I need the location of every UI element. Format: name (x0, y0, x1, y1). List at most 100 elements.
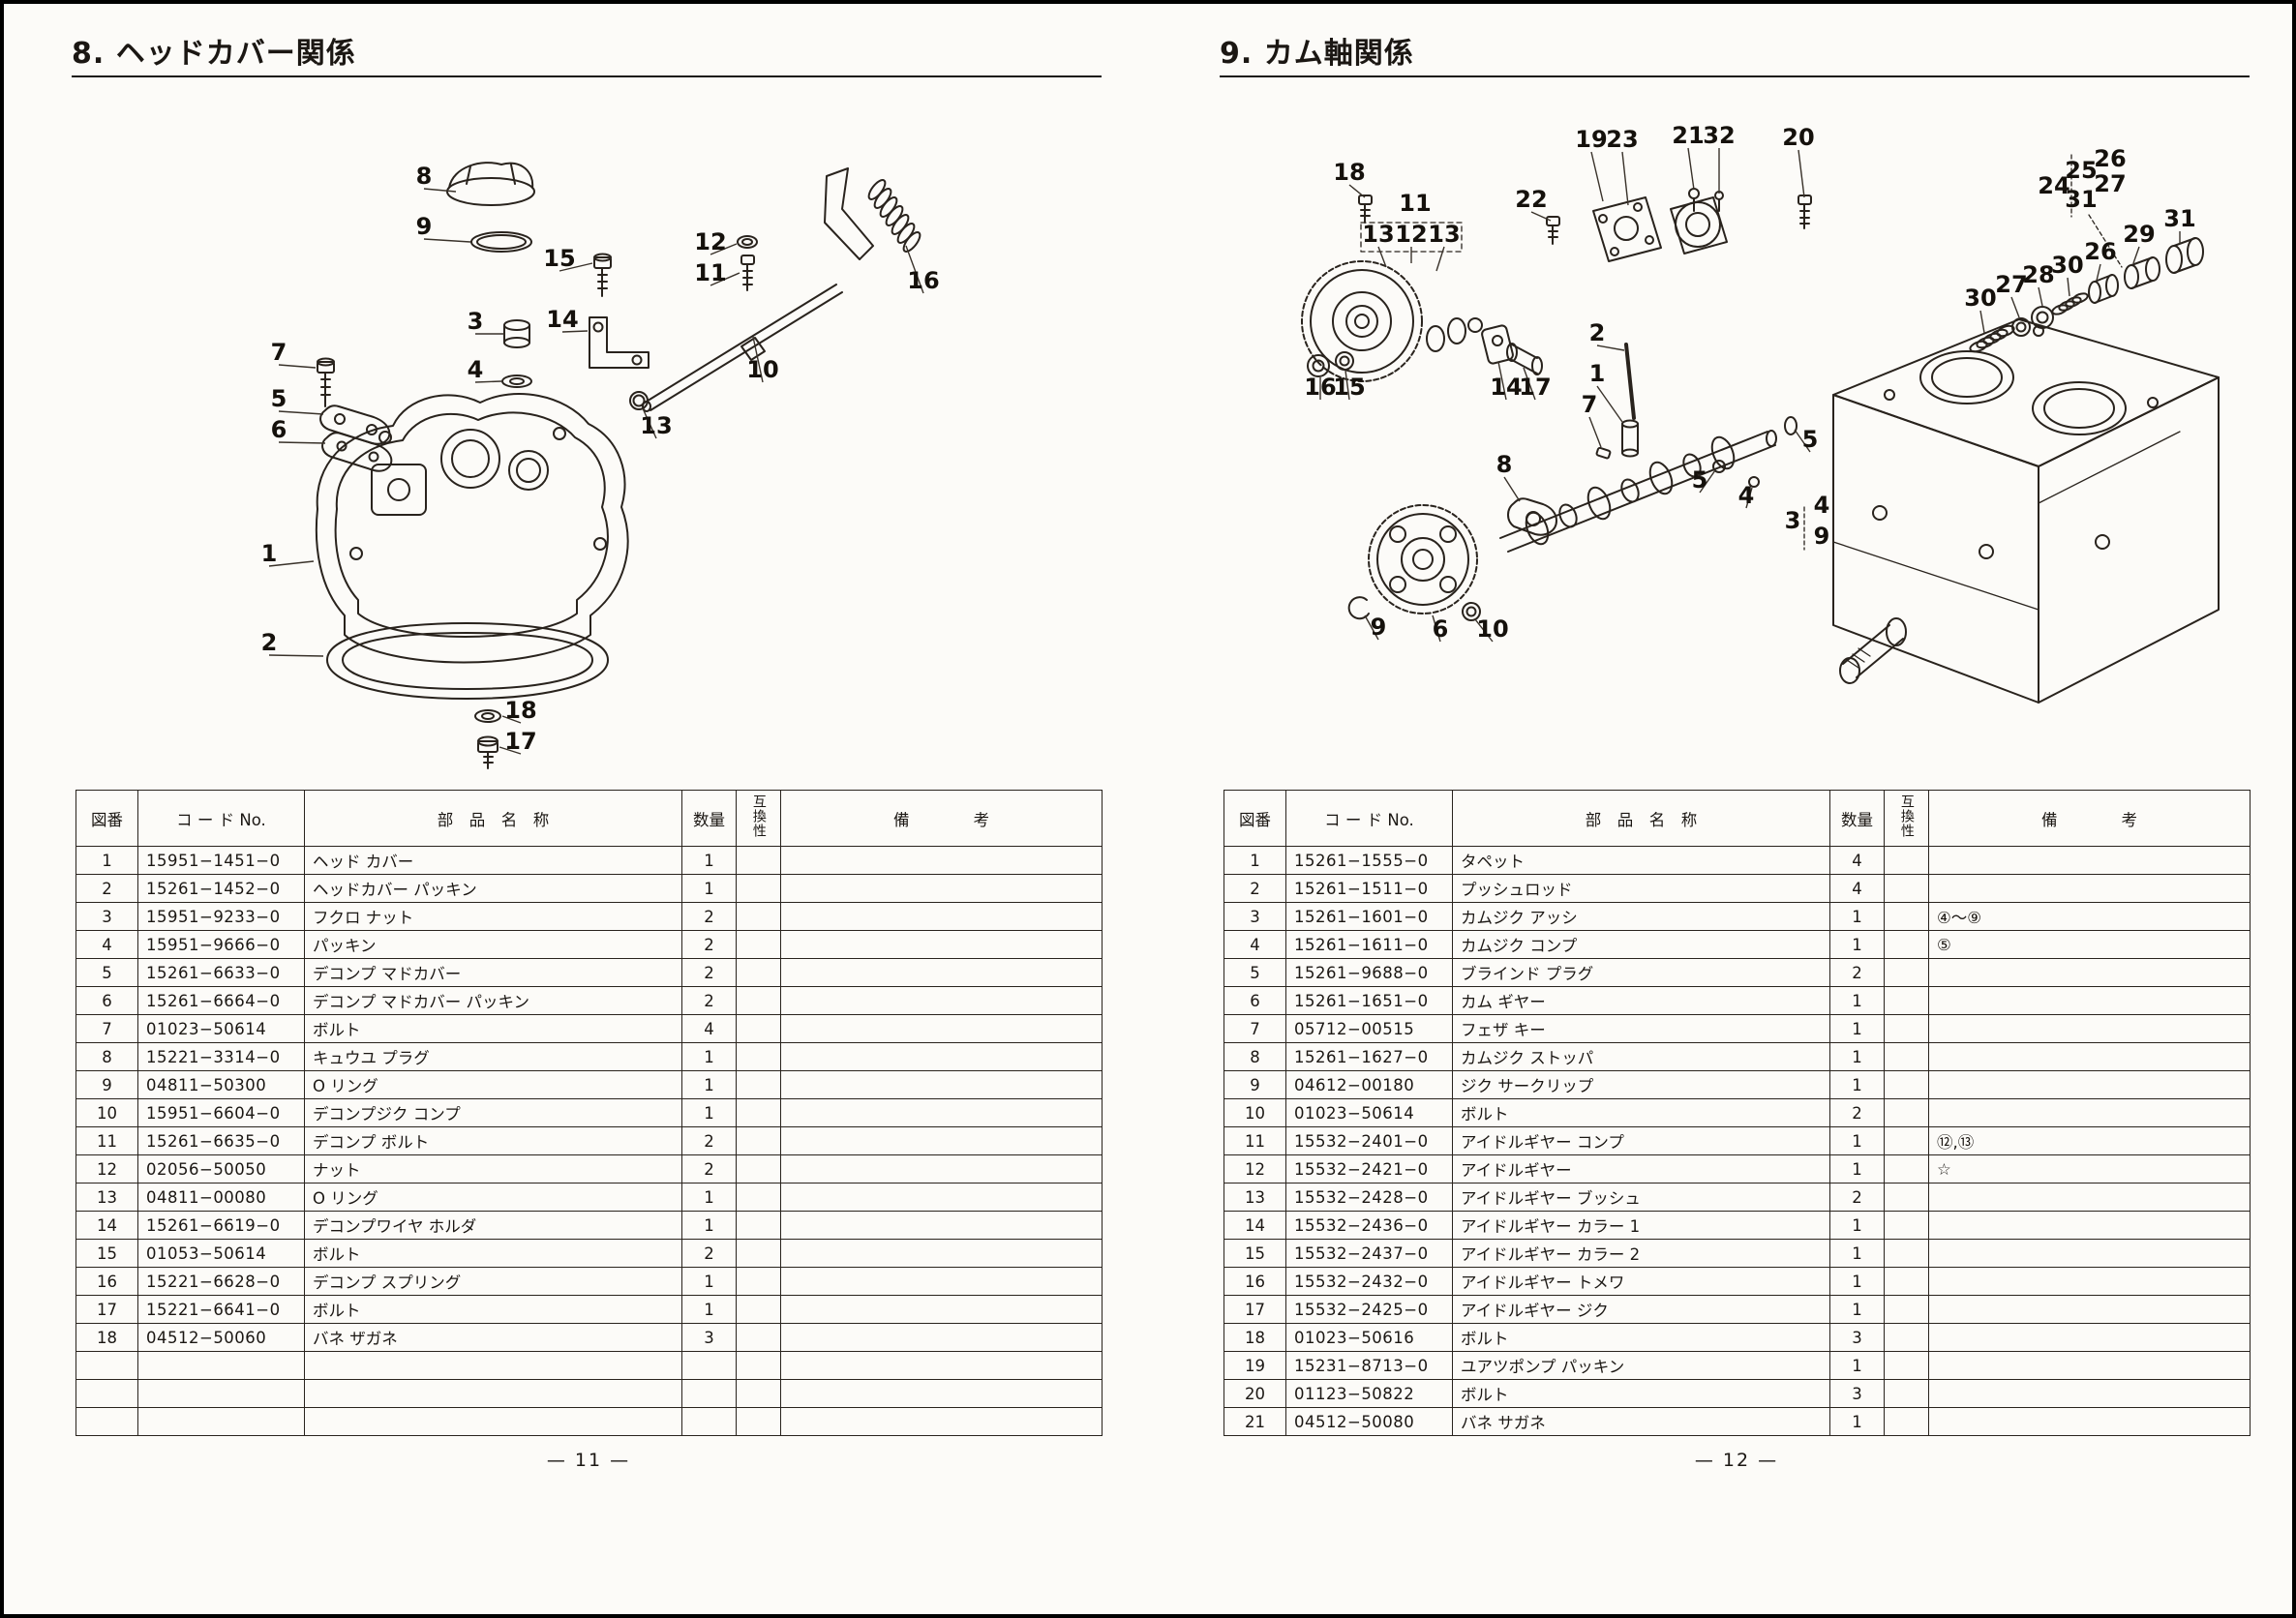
callout-leader (1590, 151, 1604, 202)
cell-compat (736, 1267, 781, 1296)
cell-code: 15221−6641−0 (137, 1295, 305, 1324)
cell-remarks (780, 958, 1103, 987)
callout-leader (1377, 246, 1387, 268)
callout-leader (278, 441, 326, 444)
cell-fig: 16 (1224, 1267, 1286, 1296)
cell-code: 01053−50614 (137, 1239, 305, 1268)
callout-leader (1503, 476, 1521, 502)
cell-remarks (780, 1295, 1103, 1324)
cell-name: アイドルギヤー (1452, 1154, 1830, 1184)
cell-remarks (1928, 1323, 2251, 1352)
callout-number: 9 (416, 213, 433, 240)
cell-remarks (780, 986, 1103, 1015)
cell-remarks (780, 1042, 1103, 1071)
cell-remarks (780, 1323, 1103, 1352)
callout-number: 8 (416, 163, 433, 190)
callout-number: 13 (1362, 221, 1394, 248)
page-camshaft: 9. カム軸関係 (1152, 4, 2292, 1614)
table-row-empty (76, 1351, 1103, 1380)
cell-name: ボルト (304, 1295, 682, 1324)
page-head-cover: 8. ヘッドカバー関係 (4, 4, 1152, 1614)
callout-number: 31 (2065, 186, 2097, 213)
col-header-code: コ ー ド No. (137, 790, 305, 847)
cell-code: 15532−2436−0 (1285, 1211, 1453, 1240)
callout-number: 12 (694, 228, 726, 255)
cell-fig: 19 (1224, 1351, 1286, 1380)
cell-name: ナット (304, 1154, 682, 1184)
cell-compat (736, 1211, 781, 1240)
callout-leader (752, 336, 764, 383)
callout-number: 23 (1606, 126, 1638, 153)
page-title: 9. カム軸関係 (1220, 37, 1414, 71)
cell-name: ヘッド カバー (304, 846, 682, 875)
cell-name: アイドルギヤー カラー 1 (1452, 1211, 1830, 1240)
callout-leader (268, 560, 315, 567)
cell-name: デコンプ ボルト (304, 1126, 682, 1155)
cell-remarks (780, 1267, 1103, 1296)
cell-qty: 2 (1829, 1098, 1885, 1127)
cell-remarks (780, 846, 1103, 875)
callout-number: 2 (1589, 319, 1606, 346)
callout-leader (2010, 296, 2020, 318)
callout-number: 1 (1589, 360, 1606, 387)
cell-code: 15532−2401−0 (1285, 1126, 1453, 1155)
cell-code: 04811−00080 (137, 1183, 305, 1212)
col-header-name: 部 品 名 称 (1452, 790, 1830, 847)
cell-remarks (1928, 1267, 2251, 1296)
cell-qty: 4 (1829, 874, 1885, 903)
callout-leader (561, 330, 589, 333)
cell-fig: 4 (1224, 930, 1286, 959)
callout-number: 26 (2084, 238, 2116, 265)
callout-leader (278, 410, 324, 415)
callout-number: 16 (1304, 374, 1336, 401)
cell-qty: 1 (681, 1295, 737, 1324)
callout-leader (1523, 367, 1536, 401)
cell-compat (1884, 1211, 1929, 1240)
cell-qty: 1 (681, 1183, 737, 1212)
table-row-empty (76, 1379, 1103, 1408)
cell-remarks (1928, 1183, 2251, 1212)
cell-name: デコンプ マドカバー (304, 958, 682, 987)
cell-qty: 1 (1829, 930, 1885, 959)
cell-fig: 1 (1224, 846, 1286, 875)
cell-fig: 18 (1224, 1323, 1286, 1352)
cell-fig: 5 (76, 958, 138, 987)
cell-compat (1884, 930, 1929, 959)
cell-fig: 3 (1224, 902, 1286, 931)
callout-number: 4 (468, 356, 484, 383)
callout-number: 18 (1333, 159, 1365, 186)
cell-compat (1884, 1379, 1929, 1408)
cell-code: 04811−50300 (137, 1070, 305, 1099)
callout-number: 20 (1782, 124, 1814, 151)
cell-code: 04512−50080 (1285, 1407, 1453, 1436)
cell-compat (736, 874, 781, 903)
callout-leader (1596, 345, 1625, 351)
callout-number: 14 (546, 306, 578, 333)
callout-leader (1621, 151, 1629, 206)
cell-name: アイドルギヤー カラー 2 (1452, 1239, 1830, 1268)
callout-leader (1348, 184, 1366, 198)
col-header-compat-label: 互換性 (750, 794, 767, 838)
callout-number: 5 (1692, 466, 1708, 494)
cell-code: 04512−50060 (137, 1323, 305, 1352)
cell-compat (1884, 846, 1929, 875)
cell-compat (1884, 1098, 1929, 1127)
col-header-compat: 互換性 (736, 790, 781, 847)
cell-code: 15532−2432−0 (1285, 1267, 1453, 1296)
callout-number: 4 (1738, 482, 1755, 509)
cell-name: プッシュロッド (1452, 874, 1830, 903)
